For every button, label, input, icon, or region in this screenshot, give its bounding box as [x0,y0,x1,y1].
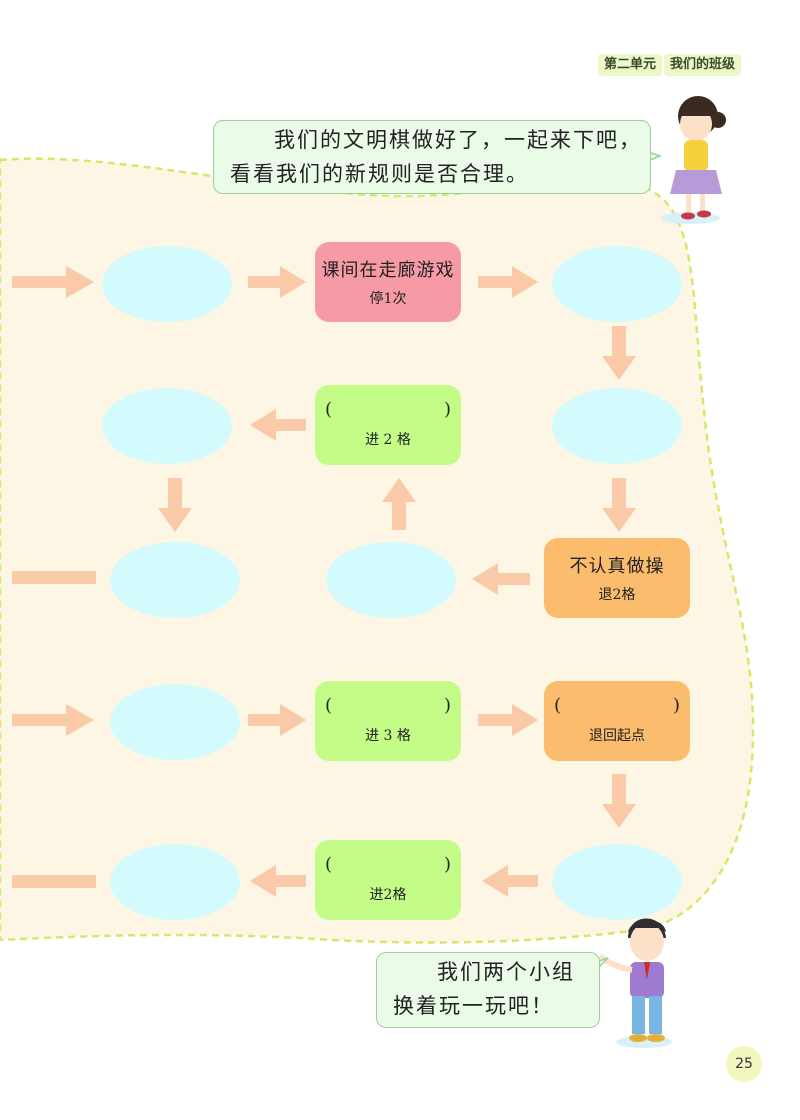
rule-effect: 进 3 格 [365,728,411,744]
rule-box-blank: () 进2格 [315,840,461,920]
rule-title: 课间在走廊游戏 [321,260,455,281]
arrow-down [602,774,636,828]
lesson-tag: 我们的班级 [664,54,742,76]
arrow-right [12,704,94,736]
close-paren: ) [443,399,451,420]
arrow-left [250,409,306,441]
rule-title: 不认真做操 [569,556,665,577]
arrow-down [158,478,192,532]
rule-box-blank: () 进 2 格 [315,385,461,465]
board-oval [110,684,240,760]
close-paren: ) [443,854,451,875]
board-oval [552,388,682,464]
rule-effect: 进 2 格 [365,432,411,448]
arrow-down [602,326,636,380]
board-oval [552,844,682,920]
arrow-left [482,865,538,897]
rule-effect: 退回起点 [589,728,645,744]
bar-exit [12,875,96,888]
arrows [12,266,636,897]
rule-box-blank: () 退回起点 [544,681,690,761]
board-oval [102,246,232,322]
arrow-left [250,865,306,897]
arrow-right [12,266,94,298]
board-oval [552,246,682,322]
arrow-down [602,478,636,532]
girl-speech-line1: 我们的文明棋做好了，一起来下吧， [274,128,642,152]
board-oval [110,844,240,920]
board-oval [110,542,240,618]
boy-speech-line1: 我们两个小组 [437,960,575,984]
open-paren: ( [554,695,562,716]
page-number: 25 [726,1046,762,1082]
boy-illustration [597,918,672,1048]
rule-effect: 停1次 [369,291,407,307]
arrow-left [472,563,530,595]
rule-box-corridor: 课间在走廊游戏 停1次 [315,242,461,322]
boy-speech-line2: 换着玩一玩吧！ [393,994,554,1018]
board-oval [326,542,456,618]
boy-speech-bubble: 我们两个小组 换着玩一玩吧！ [376,952,600,1028]
close-paren: ) [672,695,680,716]
arrow-right [478,266,538,298]
girl-speech-line2: 看看我们的新规则是否合理。 [230,162,529,186]
board-oval [102,388,232,464]
arrow-right [478,704,538,736]
rule-effect: 进2格 [369,887,407,903]
girl-speech-bubble: 我们的文明棋做好了，一起来下吧， 看看我们的新规则是否合理。 [213,120,651,194]
rule-box-blank: () 进 3 格 [315,681,461,761]
arrow-right [248,704,306,736]
rule-box-exercise: 不认真做操 退2格 [544,538,690,618]
open-paren: ( [325,854,333,875]
bar-exit [12,571,96,584]
close-paren: ) [443,695,451,716]
open-paren: ( [325,399,333,420]
arrow-right [248,266,306,298]
arrow-up [382,478,416,530]
rule-effect: 退2格 [598,587,636,603]
open-paren: ( [325,695,333,716]
unit-tag: 第二单元 [598,54,663,76]
girl-illustration [660,96,726,224]
